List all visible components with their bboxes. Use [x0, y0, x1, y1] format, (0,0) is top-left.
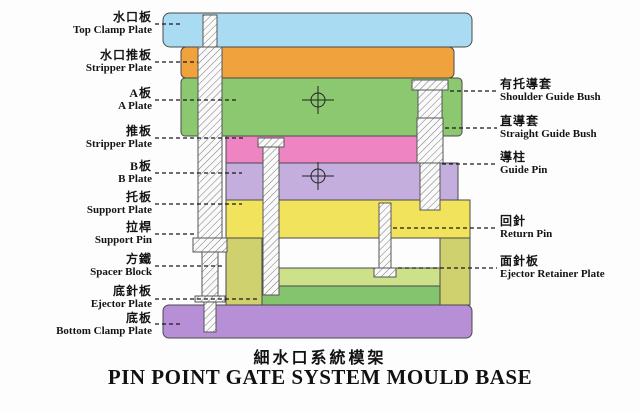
label-bottom-clamp-plate: 底板 Bottom Clamp Plate	[2, 311, 152, 338]
label-en: Shoulder Guide Bush	[500, 91, 601, 103]
label-zh: 底板	[125, 311, 152, 325]
label-return-pin: 回針 Return Pin	[500, 214, 640, 241]
label-zh: 面針板	[500, 254, 540, 268]
part-spacer-block-left	[225, 237, 263, 306]
label-straight-guide-bush: 直導套 Straight Guide Bush	[500, 114, 640, 141]
label-zh: 有托導套	[500, 77, 553, 91]
label-zh: 推板	[125, 124, 152, 138]
centerline-mark-upper	[302, 86, 334, 114]
label-zh: 水口板	[112, 10, 152, 24]
label-zh: 方鐵	[125, 252, 152, 266]
label-support-pin: 拉桿 Support Pin	[2, 220, 152, 247]
part-guide-pin	[419, 162, 441, 211]
label-zh: B板	[129, 159, 152, 173]
label-shoulder-guide-bush: 有托導套 Shoulder Guide Bush	[500, 77, 640, 104]
part-straight-guide-bush	[416, 117, 444, 164]
part-shoulder-guide-bush-body	[417, 89, 443, 119]
label-stripper-plate-mid: 推板 Stripper Plate	[2, 124, 152, 151]
label-en: Support Plate	[86, 204, 152, 216]
part-center-pin	[257, 137, 285, 296]
part-guide-bush-assembly	[411, 79, 449, 211]
label-b-plate: B板 B Plate	[2, 159, 152, 186]
label-a-plate: A板 A Plate	[2, 86, 152, 113]
label-en: Guide Pin	[500, 164, 548, 176]
label-en: Return Pin	[500, 228, 553, 240]
label-en: Bottom Clamp Plate	[56, 325, 152, 337]
part-return-pin	[373, 202, 397, 278]
label-en: B Plate	[118, 173, 152, 185]
part-shoulder-guide-bush-flange	[411, 79, 449, 91]
label-zh: 拉桿	[125, 220, 152, 234]
label-en: Stripper Plate	[85, 138, 152, 150]
label-zh: 底針板	[112, 284, 152, 298]
label-zh: 托板	[125, 190, 152, 204]
label-guide-pin: 導柱 Guide Pin	[500, 150, 640, 177]
part-support-pin	[192, 14, 228, 333]
label-ejector-plate: 底針板 Ejector Plate	[2, 284, 152, 311]
label-en: Stripper Plate	[85, 62, 152, 74]
label-stripper-plate-top: 水口推板 Stripper Plate	[2, 48, 152, 75]
label-en: Straight Guide Bush	[500, 128, 597, 140]
part-ejector-plate	[261, 285, 441, 306]
part-spacer-block-right	[439, 237, 471, 306]
diagram-title-english: PIN POINT GATE SYSTEM MOULD BASE	[107, 365, 533, 389]
leader-lines	[155, 23, 497, 325]
label-spacer-block: 方鐵 Spacer Block	[2, 252, 152, 279]
label-en: Ejector Plate	[90, 298, 152, 310]
label-en: A Plate	[118, 100, 152, 112]
diagram-title-chinese: 細水口系統模架	[253, 350, 387, 367]
label-ejector-retainer-plate: 面針板 Ejector Retainer Plate	[500, 254, 640, 281]
label-zh: 水口推板	[99, 48, 152, 62]
label-zh: A板	[129, 86, 152, 100]
label-top-clamp-plate: 水口板 Top Clamp Plate	[2, 10, 152, 37]
centerline-mark-lower	[302, 162, 334, 190]
label-zh: 直導套	[500, 114, 540, 128]
label-zh: 回針	[500, 214, 527, 228]
part-bottom-clamp-plate	[162, 304, 473, 339]
label-en: Support Pin	[94, 234, 152, 246]
label-support-plate: 托板 Support Plate	[2, 190, 152, 217]
label-en: Spacer Block	[90, 266, 152, 278]
label-en: Top Clamp Plate	[72, 24, 152, 36]
part-ejector-retainer-plate	[261, 267, 441, 287]
label-zh: 導柱	[500, 150, 527, 164]
label-en: Ejector Retainer Plate	[500, 268, 605, 280]
